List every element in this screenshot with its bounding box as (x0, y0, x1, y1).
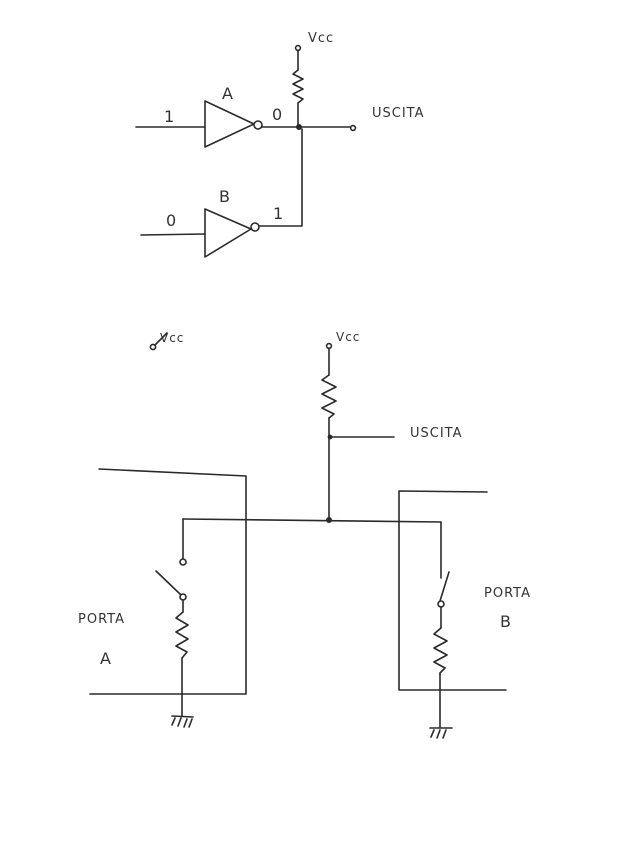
gate-circuit: Vcc USCITA A 1 0 B 0 1 (135, 31, 425, 258)
porta-b-word: PORTA (484, 586, 531, 601)
gate-a-name: A (222, 84, 234, 103)
porta-a-switch-blade (155, 570, 182, 596)
stray-vcc-stroke (154, 332, 168, 346)
porta-a-switch-top-contact (179, 558, 187, 566)
porta-a-word: PORTA (78, 612, 125, 627)
porta-a-ground-symbol (171, 715, 194, 728)
pullup-resistor-top (292, 69, 304, 104)
gate-a-input-value: 1 (164, 107, 175, 126)
porta-b-letter: B (500, 612, 512, 631)
porta-a-letter: A (100, 649, 112, 668)
gate-a-triangle (204, 100, 255, 148)
bus-wire (182, 518, 442, 523)
gate-b-input-wire (140, 233, 206, 236)
output-terminal-top (349, 124, 357, 132)
porta-b-switch-blade (439, 571, 450, 602)
porta-b-ground-symbol (429, 727, 453, 739)
output-label-top: USCITA (372, 106, 425, 121)
gate-b-input-value: 0 (166, 211, 177, 230)
gate-b-output-value: 1 (273, 204, 284, 223)
switch-circuit: Vcc Vcc USCITA PORTA (78, 330, 531, 739)
stray-vcc-terminal (149, 343, 157, 351)
porta-b-enclosure (398, 490, 507, 691)
bus-node (326, 517, 332, 523)
gate-b-bubble (250, 222, 260, 232)
output-label-bottom: USCITA (410, 426, 463, 441)
porta-b-resistor (433, 627, 448, 674)
porta-a-switch-pivot (179, 593, 187, 601)
gate-b-triangle (204, 208, 252, 258)
porta-b-switch-pivot (437, 600, 445, 608)
gate-a-output-value: 0 (272, 105, 283, 124)
gate-b-output-wire (258, 128, 303, 227)
pullup-resistor-bottom (321, 374, 337, 419)
vcc-label-top: Vcc (308, 31, 334, 46)
gate-a-bubble (253, 120, 263, 130)
vcc-label-bottom: Vcc (336, 330, 360, 344)
porta-a-enclosure (89, 468, 247, 695)
stray-vcc-label: Vcc (160, 331, 184, 345)
gate-b-name: B (219, 187, 231, 206)
porta-a-resistor (175, 611, 189, 659)
